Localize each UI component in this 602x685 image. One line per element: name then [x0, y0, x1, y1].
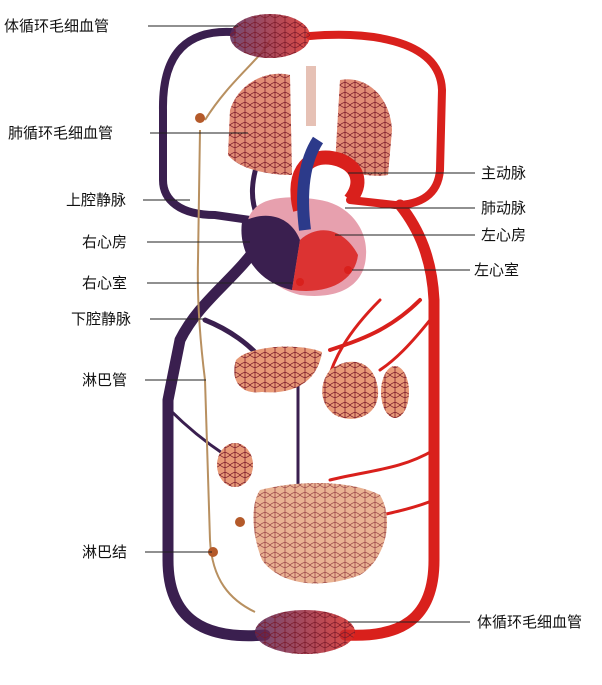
intestines: [253, 483, 388, 584]
veins: [158, 27, 300, 642]
label-systemic-capillaries-bottom: 体循环毛细血管: [477, 613, 583, 631]
systemic-capillaries-top-bed: [230, 14, 310, 58]
label-inferior-vena-cava: 下腔静脉: [71, 310, 132, 328]
leader-lines: [143, 25, 475, 623]
lymph-node-lower: [208, 547, 218, 557]
small-left-organ: [217, 443, 253, 487]
label-pulmonary-artery: 肺动脉: [481, 199, 527, 217]
label-lymph-duct: 淋巴管: [82, 371, 128, 389]
label-right-ventricle: 右心室: [82, 274, 128, 292]
label-superior-vena-cava: 上腔静脉: [66, 191, 127, 209]
label-aorta: 主动脉: [481, 164, 527, 182]
label-pulmonary-capillaries: 肺循环毛细血管: [8, 124, 114, 142]
label-systemic-capillaries-top: 体循环毛细血管: [4, 17, 110, 35]
liver: [234, 346, 322, 393]
lymph-node-mid: [235, 517, 245, 527]
lungs: [228, 66, 392, 176]
label-right-atrium: 右心房: [82, 233, 128, 251]
systemic-capillaries-bottom-bed: [255, 610, 355, 654]
lymph-node-upper: [195, 113, 205, 123]
stomach: [322, 361, 379, 419]
heart: [241, 136, 367, 296]
spleen: [381, 366, 409, 418]
label-left-atrium: 左心房: [481, 226, 527, 244]
label-left-ventricle: 左心室: [474, 261, 520, 279]
label-lymph-node: 淋巴结: [82, 543, 128, 561]
